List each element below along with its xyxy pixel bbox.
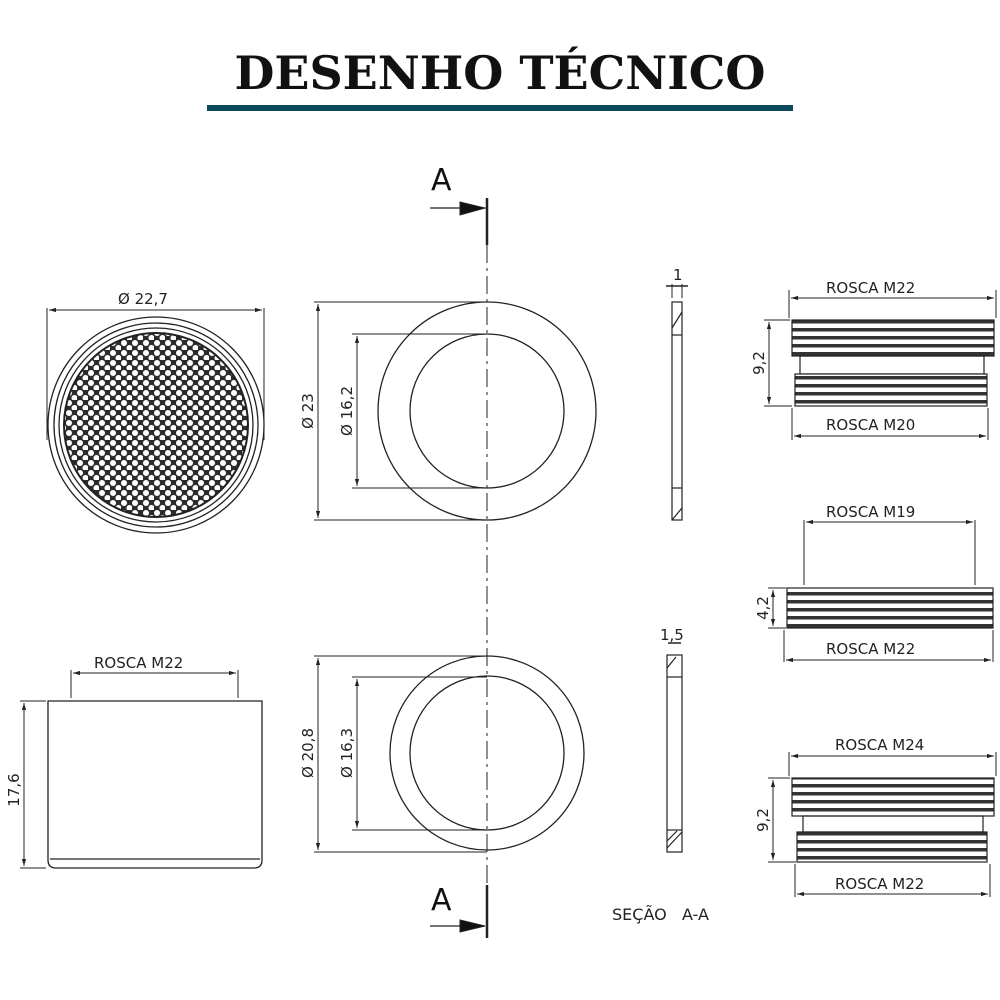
title-underline bbox=[207, 105, 793, 111]
adapter-2-top-thread: ROSCA M19 bbox=[826, 503, 915, 521]
aerator-side-view bbox=[20, 670, 263, 869]
dim-outer-23: Ø 23 bbox=[299, 393, 317, 429]
adapter-3-height: 9,2 bbox=[754, 808, 772, 832]
section-marker-top: A bbox=[431, 163, 452, 198]
adapter-1-top-thread: ROSCA M22 bbox=[826, 279, 915, 297]
aerator-front-view bbox=[46, 307, 265, 534]
adapter-3 bbox=[768, 752, 997, 897]
adapter-1-bottom-thread: ROSCA M20 bbox=[826, 416, 915, 434]
washer-1-section bbox=[666, 284, 688, 521]
adapter-3-bottom-thread: ROSCA M22 bbox=[835, 875, 924, 893]
adapter-3-top-thread: ROSCA M24 bbox=[835, 736, 924, 754]
section-line bbox=[430, 198, 489, 938]
dim-diameter-22-7: Ø 22,7 bbox=[118, 290, 168, 308]
dim-inner-16-2: Ø 16,2 bbox=[338, 386, 356, 436]
adapter-2 bbox=[768, 519, 994, 663]
dim-outer-20-8: Ø 20,8 bbox=[299, 728, 317, 778]
dim-thickness-1-5: 1,5 bbox=[660, 626, 684, 644]
dim-inner-16-3: Ø 16,3 bbox=[338, 728, 356, 778]
dim-height-17-6: 17,6 bbox=[5, 773, 23, 806]
adapter-2-bottom-thread: ROSCA M22 bbox=[826, 640, 915, 658]
washer-2-section bbox=[666, 642, 683, 853]
adapter-1 bbox=[764, 290, 997, 440]
section-marker-bottom: A bbox=[431, 883, 452, 918]
dim-thickness-1: 1 bbox=[673, 266, 683, 284]
washer-2 bbox=[314, 655, 585, 853]
section-label: SEÇÃO A-A bbox=[612, 905, 709, 924]
page-title: DESENHO TÉCNICO bbox=[234, 46, 766, 100]
dim-rosca-m22-side: ROSCA M22 bbox=[94, 654, 183, 672]
washer-1 bbox=[314, 301, 597, 521]
adapter-2-height: 4,2 bbox=[754, 596, 772, 620]
adapter-1-height: 9,2 bbox=[750, 351, 768, 375]
